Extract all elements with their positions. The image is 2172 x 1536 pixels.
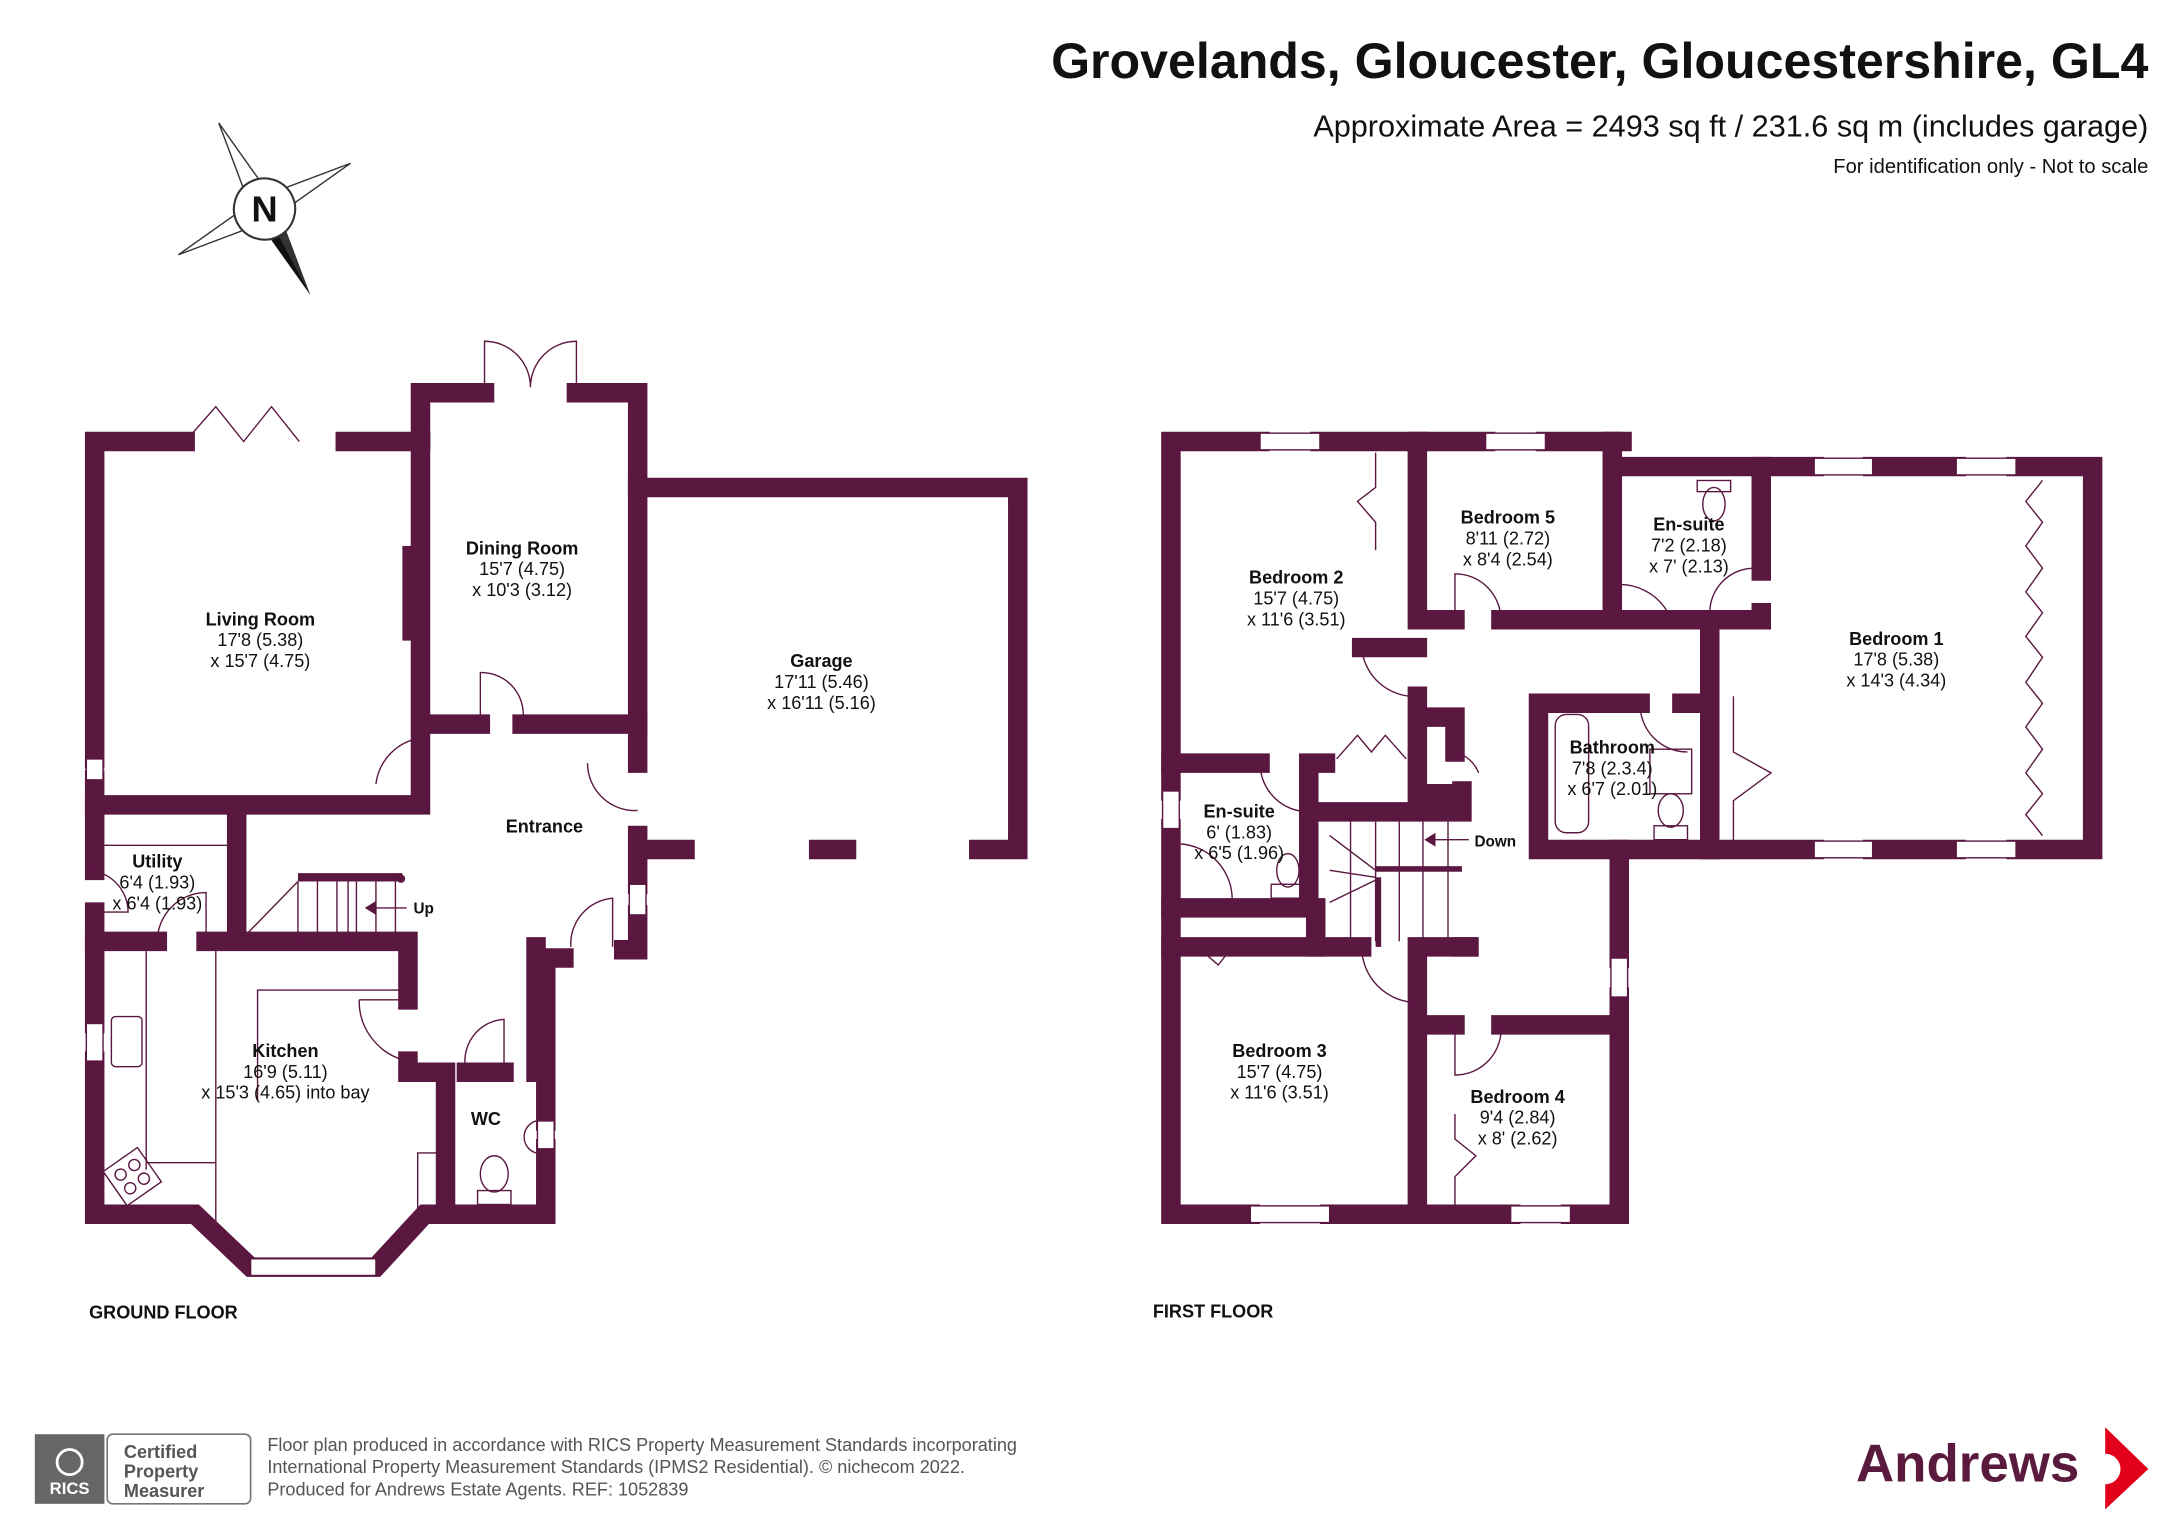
ground-floor-walls: [84, 340, 1028, 1277]
room-dimensions: 6' (1.83): [1206, 822, 1272, 842]
room-dimensions: 8'11 (2.72): [1466, 529, 1551, 549]
compass-icon: N: [178, 122, 351, 296]
room-name: Living Room: [206, 609, 315, 629]
room-dimensions: 6'4 (1.93): [119, 872, 195, 892]
room-dimensions: x 11'6 (3.51): [1247, 609, 1346, 629]
badge-line: Certified: [124, 1442, 197, 1462]
room-name: Bedroom 3: [1232, 1041, 1326, 1061]
rics-logo-text: RICS: [50, 1479, 90, 1498]
room-dimensions: 17'11 (5.46): [774, 672, 869, 692]
room-dimensions: x 11'6 (3.51): [1230, 1083, 1329, 1103]
stairs-down: [1329, 821, 1469, 947]
room-dimensions: 17'8 (5.38): [217, 630, 303, 650]
toilet-icon: [1270, 852, 1306, 899]
room-dimensions: x 15'7 (4.75): [210, 651, 310, 671]
room-dimensions: 9'4 (2.84): [1480, 1108, 1556, 1128]
stairs-up: [244, 873, 407, 942]
room-dimensions: x 8'4 (2.54): [1463, 549, 1553, 569]
room-name: Kitchen: [252, 1041, 318, 1061]
room-name: Dining Room: [466, 538, 578, 558]
room-dimensions: 7'8 (2.3.4): [1572, 758, 1653, 778]
room-name: WC: [471, 1109, 501, 1129]
room-dimensions: x 10'3 (3.12): [472, 580, 572, 600]
toilet-icon: [476, 1155, 512, 1206]
arrow-left-icon: [1424, 832, 1436, 847]
room-dimensions: x 7' (2.13): [1649, 556, 1729, 576]
room-name: En-suite: [1203, 801, 1274, 821]
disclaimer-line: Produced for Andrews Estate Agents. REF:…: [267, 1479, 688, 1499]
room-dimensions: x 8' (2.62): [1478, 1129, 1558, 1149]
room-dimensions: 7'2 (2.18): [1651, 535, 1727, 555]
room-name: En-suite: [1653, 515, 1724, 535]
room-name: Utility: [132, 852, 182, 872]
room-name: Entrance: [506, 817, 583, 837]
brand-arrow-icon: [2105, 1427, 2149, 1510]
badge-line: Measurer: [124, 1481, 204, 1501]
arrow-left-icon: [364, 900, 376, 915]
room-dimensions: 17'8 (5.38): [1853, 650, 1939, 670]
room-name: Bedroom 1: [1849, 629, 1943, 649]
room-dimensions: x 14'3 (4.34): [1846, 671, 1946, 691]
room-dimensions: 15'7 (4.75): [1237, 1062, 1323, 1082]
first-floor-walls: [1161, 431, 2103, 1224]
toilet-icon: [1653, 793, 1689, 841]
room-dimensions: 16'9 (5.11): [243, 1062, 328, 1082]
first-floor-label: FIRST FLOOR: [1153, 1301, 1274, 1321]
page-title: Grovelands, Gloucester, Gloucestershire,…: [1051, 33, 2148, 89]
approximate-area: Approximate Area = 2493 sq ft / 231.6 sq…: [1313, 110, 2148, 144]
disclaimer-line: Floor plan produced in accordance with R…: [267, 1435, 1017, 1455]
brand-name: Andrews: [1856, 1435, 2079, 1494]
stairs-down-label: Down: [1474, 834, 1516, 851]
toilet-icon: [1696, 479, 1732, 522]
room-name: Bathroom: [1570, 737, 1655, 757]
badge-line: Property: [124, 1461, 198, 1481]
room-dimensions: x 15'3 (4.65) into bay: [201, 1083, 369, 1103]
rics-certified-badge: RICS Certified Property Measurer: [34, 1433, 252, 1505]
room-name: Garage: [790, 651, 852, 671]
room-name: Bedroom 4: [1470, 1087, 1564, 1107]
shower-tray-icon: [1612, 583, 1669, 614]
room-dimensions: x 6'5 (1.96): [1194, 843, 1284, 863]
room-dimensions: x 16'11 (5.16): [767, 693, 876, 713]
compass-north-label: N: [251, 189, 277, 230]
room-dimensions: x 6'4 (1.93): [112, 893, 202, 913]
disclaimer-line: International Property Measurement Stand…: [267, 1457, 965, 1477]
bath-icon: [1554, 713, 1590, 834]
stairs-up-label: Up: [414, 900, 434, 917]
room-name: Bedroom 2: [1249, 568, 1343, 588]
sink-icon: [110, 1015, 143, 1068]
room-dimensions: 15'7 (4.75): [479, 559, 565, 579]
basin-icon: [523, 1120, 537, 1154]
room-dimensions: 15'7 (4.75): [1253, 588, 1339, 608]
room-dimensions: x 6'7 (2.01): [1567, 779, 1657, 799]
scale-note: For identification only - Not to scale: [1833, 156, 2148, 178]
andrews-logo: Andrews: [1856, 1427, 2149, 1510]
rics-lion-icon: [55, 1448, 84, 1476]
hob-icon: [102, 1146, 163, 1207]
ground-floor-label: GROUND FLOOR: [89, 1303, 238, 1323]
shower-tray-icon: [1180, 843, 1233, 899]
room-name: Bedroom 5: [1461, 508, 1555, 528]
